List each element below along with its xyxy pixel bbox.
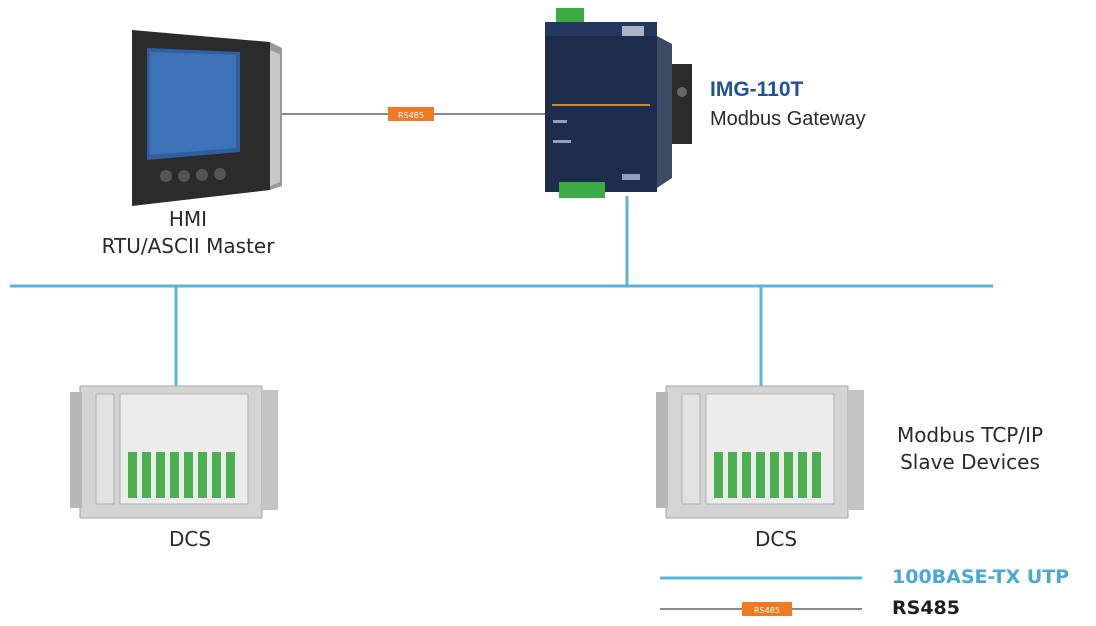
gateway-description-label: Modbus Gateway [710, 108, 866, 130]
legend-rs485-label: RS485 [892, 597, 960, 619]
rs485-link-tag-text: RS485 [398, 111, 424, 120]
hmi-label-line1: HMI [168, 207, 208, 231]
legend-rs485-tag-text: RS485 [754, 606, 780, 615]
legend-rs485-tag: RS485 [742, 602, 792, 616]
gateway-model-label: IMG-110T [710, 78, 804, 101]
dcs-right-label: DCS [754, 527, 798, 551]
hmi-device-image [132, 30, 282, 206]
dcs-device-right-image [656, 385, 864, 519]
slave-devices-label: Modbus TCP/IP Slave Devices [880, 422, 1060, 476]
hmi-label: HMI RTU/ASCII Master [70, 206, 306, 260]
legend-ethernet-label: 100BASE-TX UTP [892, 566, 1070, 588]
dcs-left-label: DCS [168, 527, 212, 551]
hmi-label-line2: RTU/ASCII Master [101, 234, 275, 258]
dcs-device-left-image [70, 385, 278, 519]
rs485-link-tag: RS485 [388, 107, 434, 121]
gateway-device-image [545, 8, 692, 198]
slave-devices-label-line2: Slave Devices [900, 450, 1040, 474]
slave-devices-label-line1: Modbus TCP/IP [896, 423, 1044, 447]
